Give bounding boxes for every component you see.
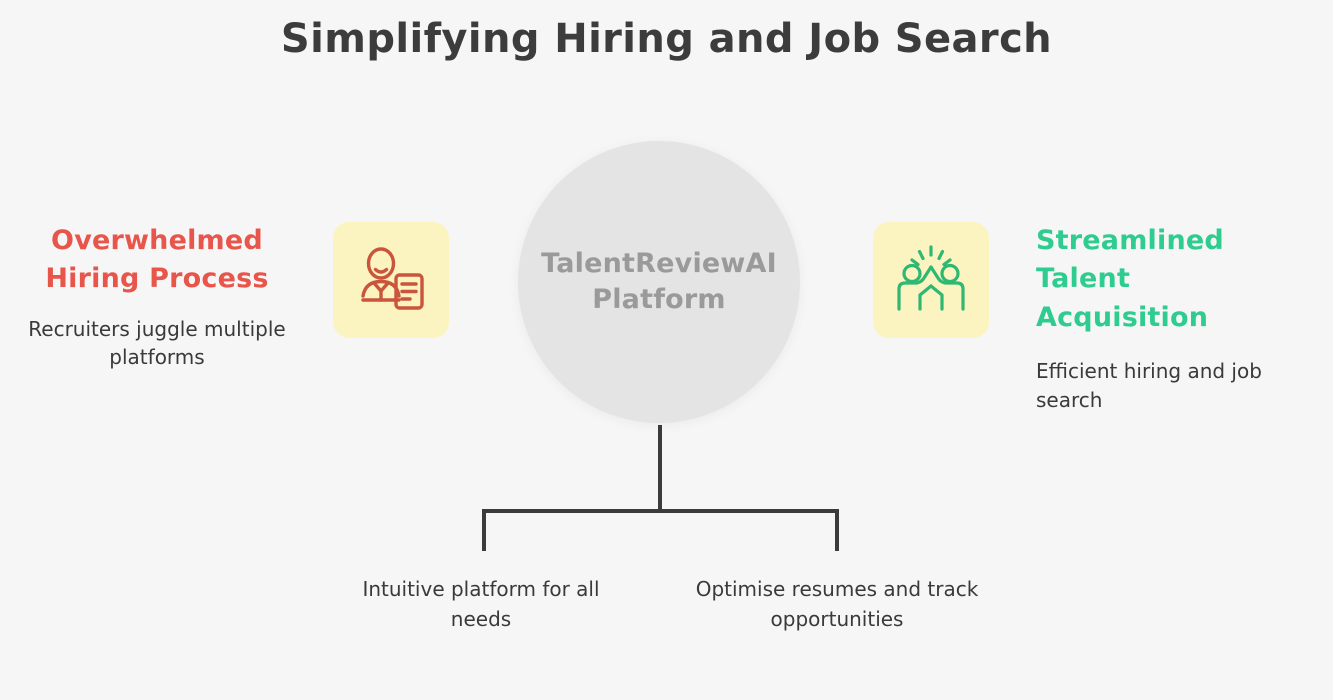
- right-heading: Streamlined Talent Acquisition: [1036, 225, 1224, 333]
- bottom-caption-left: Intuitive platform for all needs: [362, 577, 600, 631]
- center-node-label: TalentReviewAI Platform: [541, 247, 777, 315]
- right-icon-tile[interactable]: [873, 222, 989, 338]
- page-title: Simplifying Hiring and Job Search: [280, 16, 1053, 62]
- left-icon-tile[interactable]: [333, 222, 449, 338]
- left-caption: Recruiters juggle multiple platforms: [28, 316, 286, 370]
- right-branch: Streamlined Talent Acquisition Efficient…: [1036, 222, 1308, 415]
- right-caption: Efficient hiring and job search: [1036, 358, 1262, 412]
- person-with-resume-icon: [361, 247, 424, 310]
- left-branch: Overwhelmed Hiring Process Recruiters ju…: [26, 222, 288, 372]
- bottom-caption-right: Optimise resumes and track opportunities: [695, 577, 979, 631]
- people-high-five-icon: [897, 245, 965, 311]
- center-node[interactable]: TalentReviewAI Platform: [518, 141, 800, 423]
- left-heading: Overwhelmed Hiring Process: [45, 225, 269, 295]
